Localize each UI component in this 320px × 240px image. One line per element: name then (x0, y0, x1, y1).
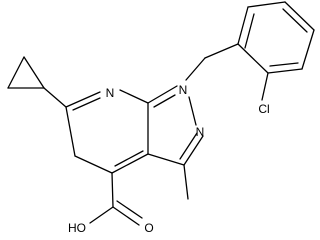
bond (74, 155, 113, 174)
bond (114, 150, 144, 167)
benzyl-group (185, 1, 315, 101)
bond (237, 6, 249, 45)
bond (244, 13, 255, 49)
bond (247, 1, 286, 8)
bond (23, 56, 45, 89)
atom-label-carbonyl-oxygen: O (144, 221, 153, 235)
bond (43, 87, 67, 108)
bond (301, 29, 315, 70)
bond (147, 85, 178, 104)
atom-label-chlorine: Cl (258, 102, 269, 116)
bond (112, 206, 140, 226)
pyridine-ring (65, 89, 149, 174)
bond (7, 56, 25, 89)
bond (188, 96, 197, 126)
bond (116, 200, 143, 219)
carboxylic-acid-group (89, 172, 143, 226)
bond (65, 106, 76, 157)
bond (183, 135, 204, 166)
cyclopropyl-group (7, 56, 67, 108)
bond (111, 172, 114, 208)
bond (185, 57, 206, 81)
bond (237, 43, 269, 74)
bond (267, 68, 303, 74)
atom-label-hydroxyl: HO (68, 221, 86, 235)
bond (179, 132, 198, 160)
bond (183, 164, 189, 200)
atom-label-n2: N (196, 125, 205, 139)
atom-label-n1: N (179, 83, 188, 97)
bond (153, 94, 176, 108)
bond (119, 89, 149, 104)
bond (284, 1, 315, 31)
bond (269, 62, 299, 67)
bond (147, 153, 185, 166)
atom-label-n-pyridine: N (106, 86, 115, 100)
bond (204, 43, 239, 59)
bond (261, 72, 269, 101)
bond (111, 153, 149, 174)
pyrazole-ring (147, 85, 204, 200)
bond (282, 8, 308, 33)
bond (65, 91, 101, 108)
bond (72, 97, 101, 111)
bond (89, 206, 114, 224)
